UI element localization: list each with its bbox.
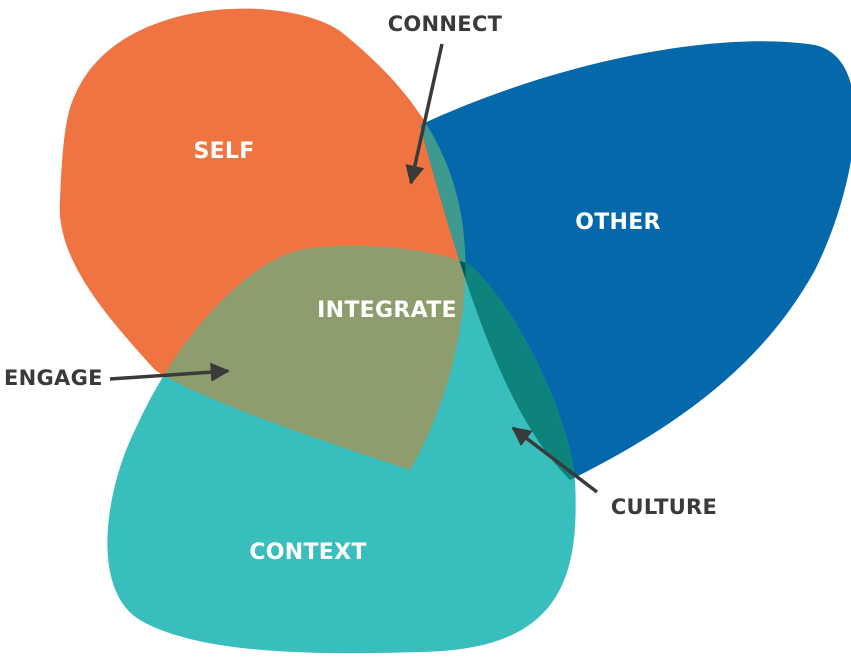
culture-arrow xyxy=(511,426,599,494)
self-label: SELF xyxy=(193,139,254,164)
engage-label: ENGAGE xyxy=(4,366,103,390)
other-label: OTHER xyxy=(575,210,661,235)
integrate-label: INTEGRATE xyxy=(317,298,457,323)
arrows xyxy=(109,43,599,494)
context-label: CONTEXT xyxy=(249,540,366,565)
culture-label: CULTURE xyxy=(611,495,717,519)
engage-arrow xyxy=(109,362,230,382)
connect-label: CONNECT xyxy=(388,12,503,36)
connect-arrow xyxy=(405,43,444,185)
